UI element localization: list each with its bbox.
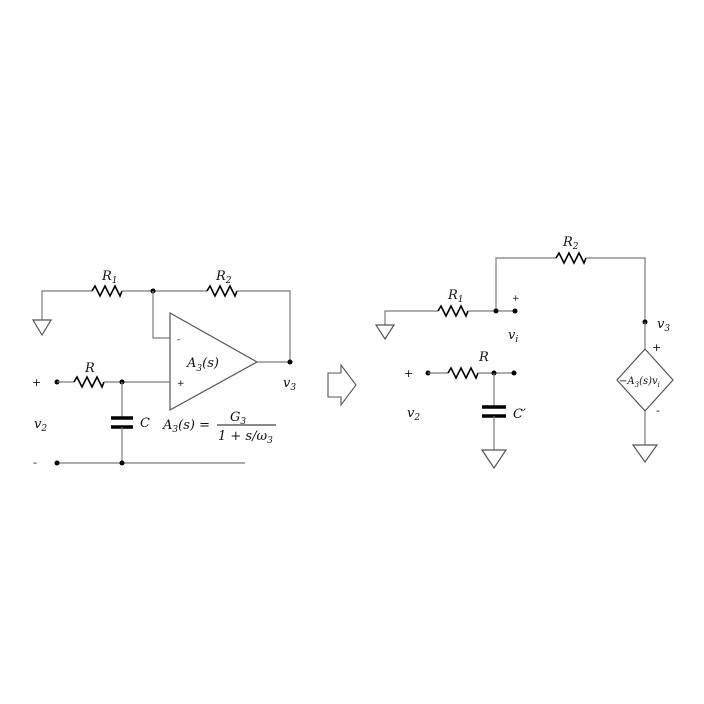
output-node-dot (287, 359, 293, 365)
v2-plus-label: + (32, 376, 41, 389)
r2-label: R2 (562, 235, 579, 252)
resistor-r2 (555, 251, 587, 265)
wire (384, 310, 438, 325)
ground-icon (31, 319, 53, 337)
right-circuit: R2 R1 + vi + R C′ v2 (374, 235, 674, 470)
minus-input-label: - (177, 335, 180, 345)
opamp-label: A3(s) (186, 356, 219, 374)
transfer-function-numerator: G3 (230, 410, 246, 427)
resistor-r1 (437, 304, 469, 318)
v3-label: v3 (283, 376, 296, 393)
source-minus-label: - (656, 404, 660, 417)
transfer-function-denominator: 1 + s/ω3 (218, 429, 273, 446)
r-label: R (478, 350, 489, 365)
resistor-r2 (206, 284, 238, 298)
wire (41, 290, 92, 320)
node-dot (493, 308, 499, 314)
wire (237, 290, 291, 362)
opamp-triangle (169, 311, 259, 412)
vi-terminal-dot[interactable] (512, 308, 518, 314)
c-prime-label: C′ (513, 407, 526, 422)
r1-label: R1 (447, 288, 464, 305)
right-arrow-icon (327, 363, 357, 407)
resistor-r (447, 366, 479, 380)
plus-input-label: + (177, 379, 185, 389)
wire (495, 257, 556, 311)
left-circuit: - + A3(s) + - R1 R2 R C v3 (31, 269, 296, 469)
r1-label: R1 (101, 269, 118, 286)
ground-icon (480, 449, 508, 470)
v3-label: v3 (657, 317, 670, 334)
resistor-r (73, 375, 105, 389)
wire (586, 257, 646, 322)
wire (152, 291, 170, 339)
vi-label: vi (508, 328, 518, 345)
input-terminal-dot[interactable] (54, 460, 60, 466)
resistor-r1 (91, 284, 123, 298)
ground-icon (374, 324, 396, 341)
node-dot (119, 460, 125, 466)
v2-plus-label: + (404, 367, 413, 380)
output-terminal-dot[interactable] (511, 370, 517, 376)
c-label: C (140, 416, 150, 431)
vi-plus-label: + (512, 294, 520, 304)
ground-icon (631, 444, 659, 464)
v2-minus-label: - (33, 456, 37, 469)
source-plus-label: + (652, 341, 661, 354)
v2-label: v2 (407, 406, 420, 423)
r2-label: R2 (215, 269, 232, 286)
transfer-function-lhs: A3(s) = (162, 418, 210, 435)
v2-label: v2 (34, 417, 47, 434)
dependent-source-label: −A3(s)vi (619, 376, 660, 389)
r-label: R (84, 361, 95, 376)
